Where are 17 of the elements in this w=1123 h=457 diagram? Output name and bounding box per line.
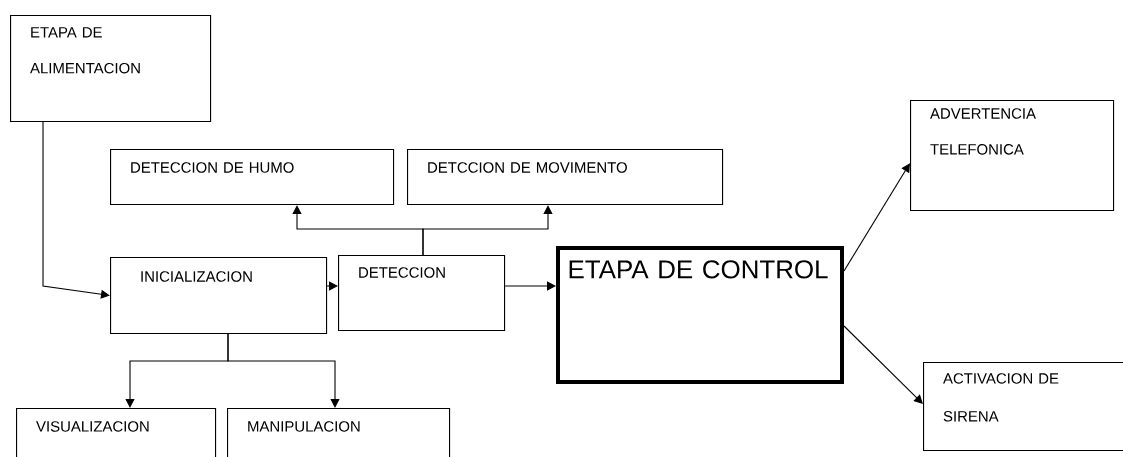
process-box: VISUALIZACION <box>16 408 217 457</box>
process-box: DETECCION DE HUMO <box>110 149 395 206</box>
arrow <box>227 333 340 408</box>
arrow <box>42 121 110 299</box>
arrow <box>843 325 923 404</box>
process-box: ADVERTENCIA TELEFONICA <box>910 100 1115 212</box>
process-box: ETAPA DE CONTROL <box>556 246 844 384</box>
process-box: MANIPULACION <box>227 408 451 457</box>
process-box: ACTIVACION DE SIRENA <box>923 362 1123 452</box>
arrow <box>326 281 338 291</box>
process-box: ETAPA DE ALIMENTACION <box>10 15 212 123</box>
process-box: INICIALIZACION <box>110 257 328 335</box>
process-box: DETECCION <box>338 255 506 332</box>
arrow <box>504 281 556 291</box>
process-box: DETCCION DE MOVIMENTO <box>407 149 724 206</box>
arrow <box>422 205 553 256</box>
arrow <box>843 163 910 272</box>
